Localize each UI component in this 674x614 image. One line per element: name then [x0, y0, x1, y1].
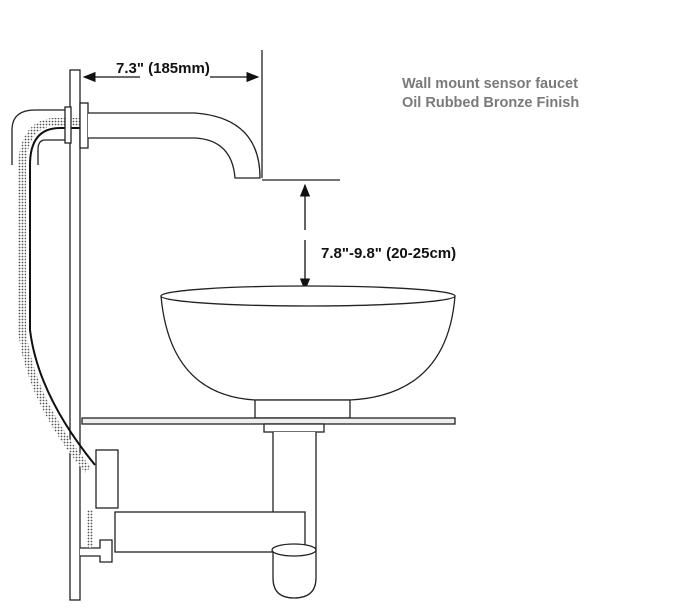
rear-flange — [64, 106, 72, 144]
braided-hose — [18, 117, 92, 473]
spout-height-label: 7.8"-9.8" (20-25cm) — [321, 245, 457, 262]
vessel-sink — [160, 295, 456, 401]
product-title: Wall mount sensor faucet Oil Rubbed Bron… — [402, 75, 579, 113]
wall-panel — [69, 69, 81, 601]
angle-valve — [80, 539, 113, 563]
trap-pipe — [114, 511, 306, 553]
drain-flange — [263, 423, 325, 433]
sink-rim — [160, 285, 456, 307]
flange — [79, 102, 89, 149]
trap-joint — [271, 543, 317, 557]
spout-reach-label: 7.3" (185mm) — [116, 60, 210, 77]
title-line-1: Wall mount sensor faucet — [402, 76, 578, 92]
control-box — [95, 449, 119, 509]
hose-core — [29, 127, 96, 466]
title-line-2: Oil Rubbed Bronze Finish — [402, 95, 580, 111]
sink-base — [254, 399, 351, 419]
spout — [88, 112, 261, 179]
countertop — [81, 417, 456, 425]
